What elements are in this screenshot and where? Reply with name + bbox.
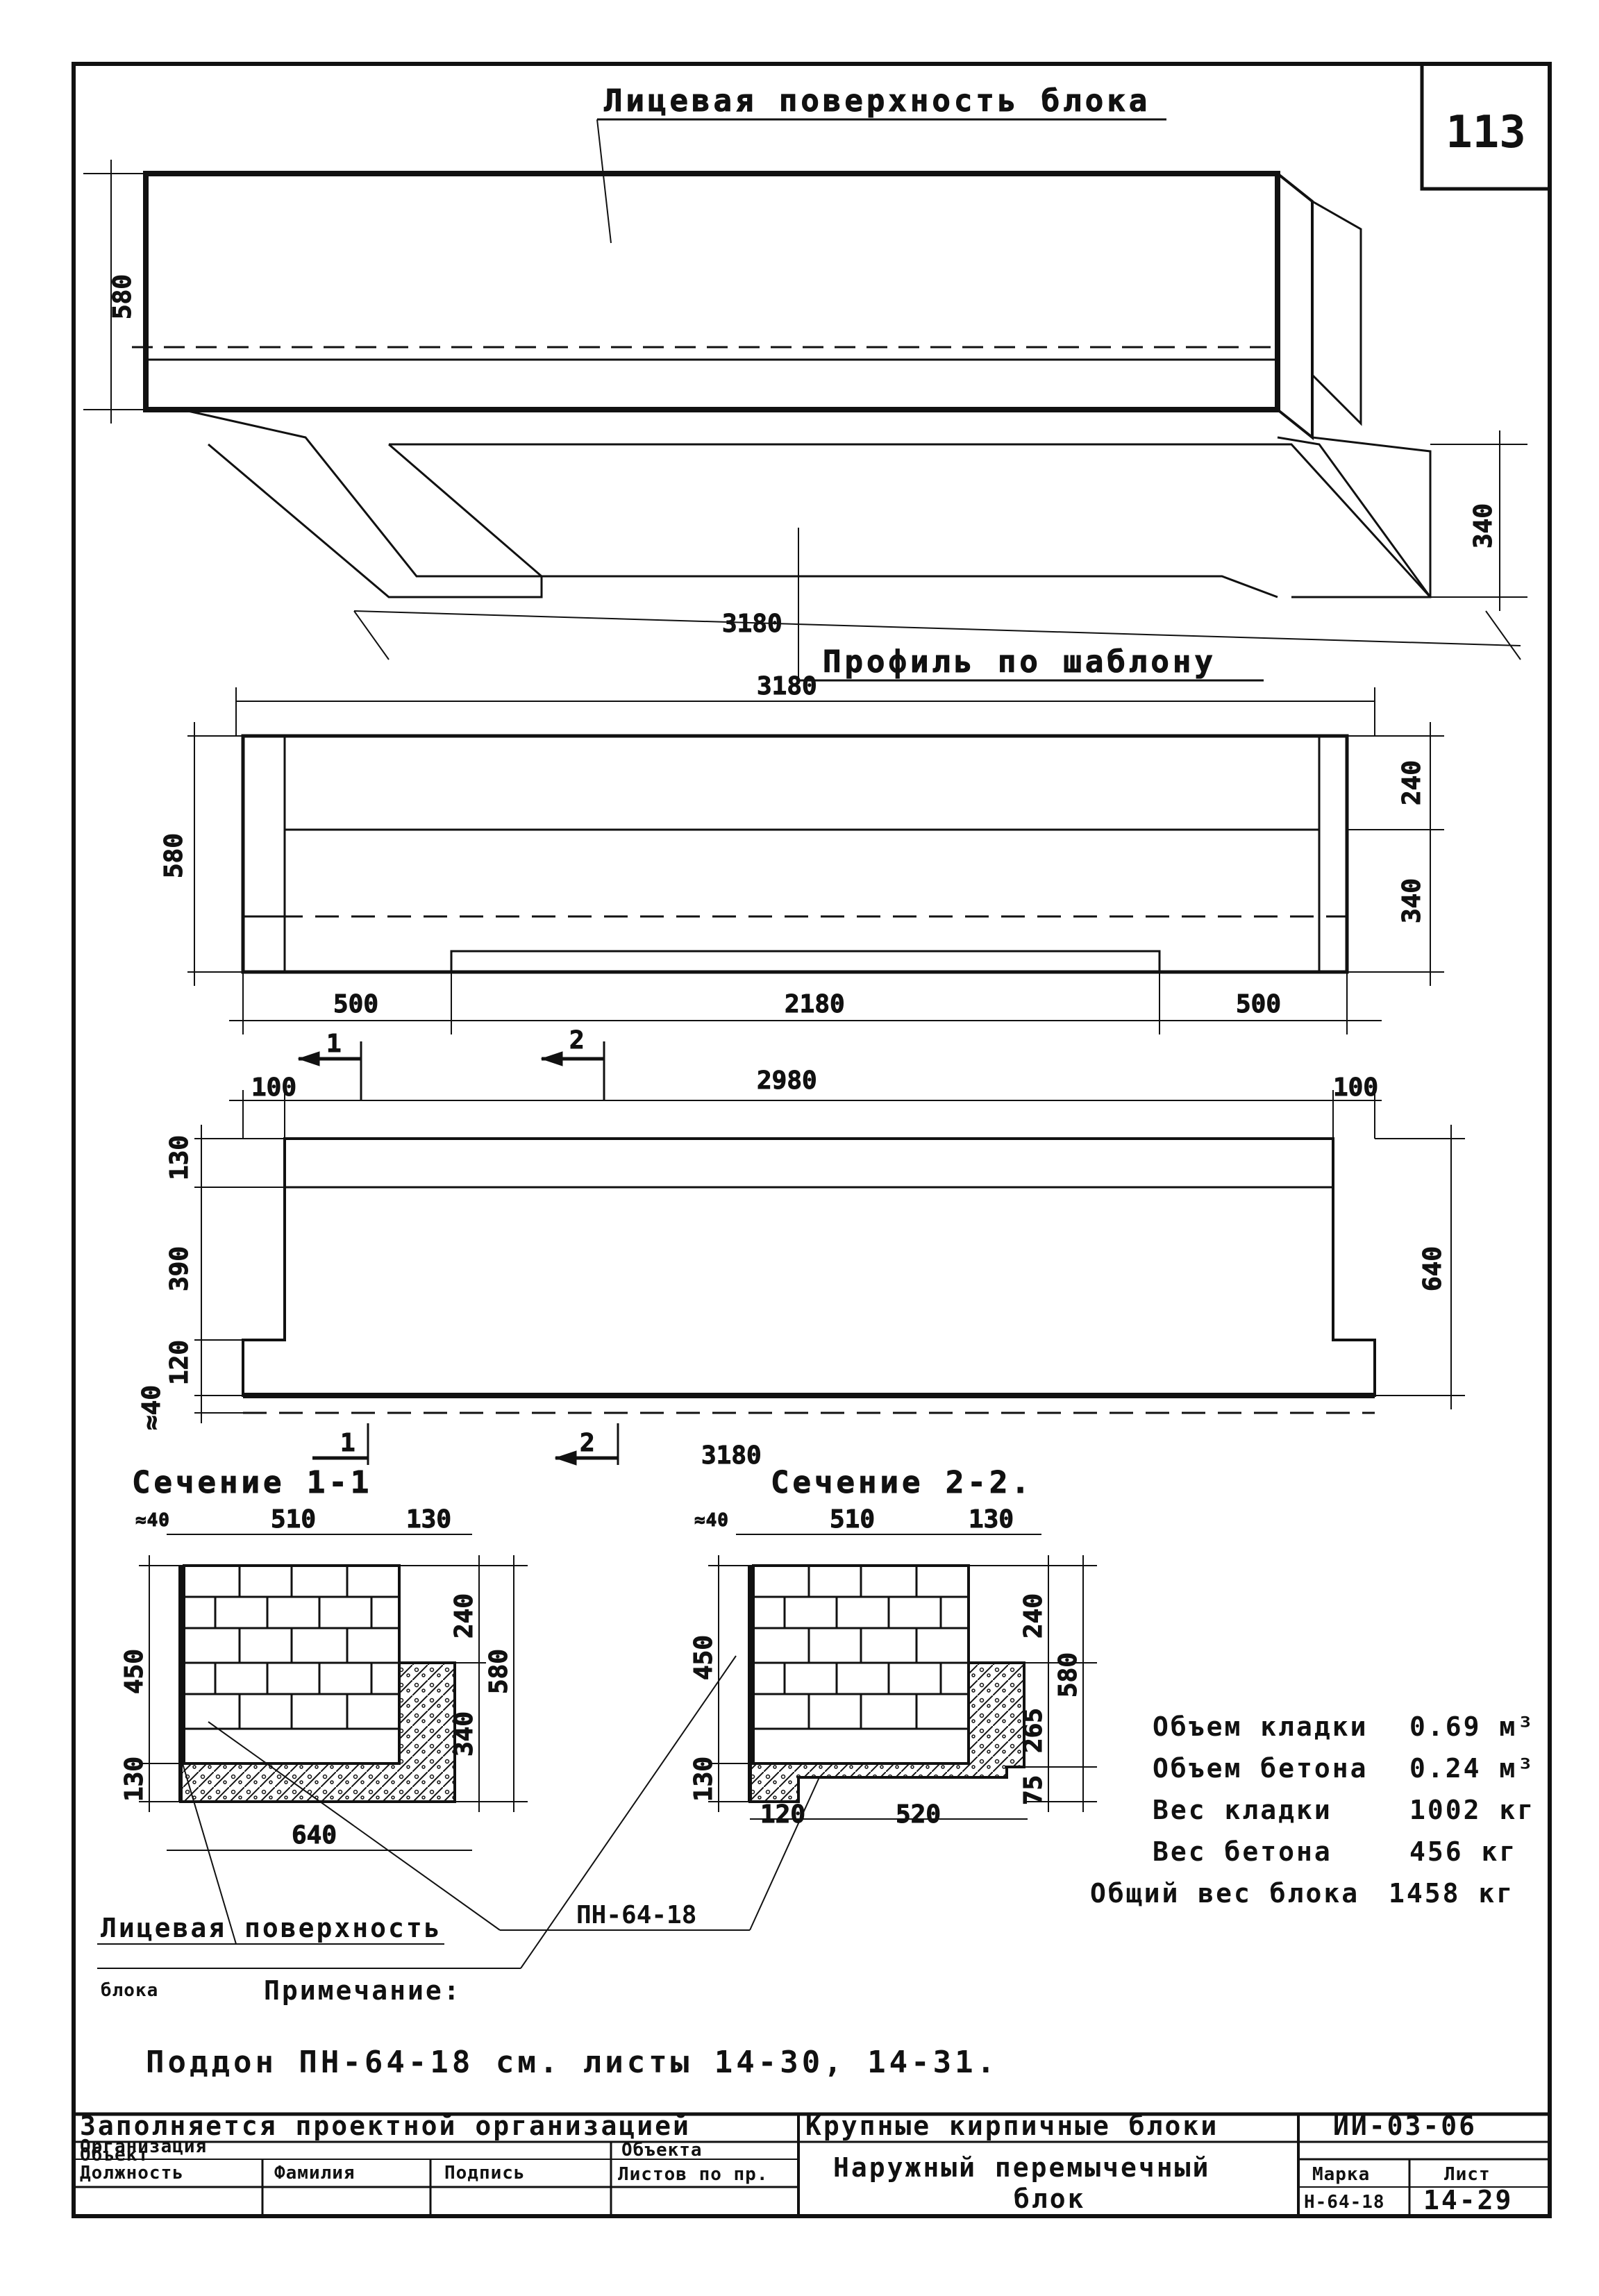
elev-dim-lower: 340: [1398, 878, 1426, 923]
s1-dim-130-v: 130: [120, 1757, 149, 1802]
section-1: Сечение 1-1 ≈40 510 130 450 130: [120, 1465, 528, 1851]
front-elevation: 3180 580 240 340 500 2180 500 1: [160, 672, 1444, 1100]
prop-label-4: Общий вес блока: [1090, 1878, 1359, 1909]
s1-dim-240: 240: [450, 1593, 478, 1639]
sheet-border: [72, 62, 1552, 2218]
elev-dim-right: 500: [1236, 990, 1281, 1019]
prop-value-2: 1002 кг: [1409, 1795, 1535, 1825]
elev-dim-total: 3180: [757, 672, 817, 701]
s1-dim-510: 510: [271, 1505, 316, 1534]
s2-dim-265: 265: [1019, 1708, 1048, 1753]
s2-dim-130: 130: [969, 1505, 1014, 1534]
tb-sheet-value: 14-29: [1423, 2185, 1513, 2215]
tb-organization: Организация: [80, 2136, 207, 2157]
axonometric-view: Лицевая поверхность блока Профиль по шаб…: [83, 83, 1527, 682]
face-label: Лицевая поверхность блока: [604, 83, 1150, 119]
profile-label: Профиль по шаблону: [823, 644, 1216, 680]
plan-dim-130: 130: [165, 1135, 194, 1180]
plan-dim-mid: 2980: [757, 1066, 817, 1095]
plan-dim-right: 100: [1333, 1073, 1378, 1102]
prop-value-4: 1458 кг: [1389, 1878, 1514, 1909]
sheet-number-box: 113: [1420, 64, 1550, 191]
s2-dim-510: 510: [830, 1505, 875, 1534]
s1-dim-580: 580: [485, 1649, 513, 1694]
s2-dim-75: 75: [1019, 1775, 1048, 1805]
top-dim-length: 3180: [722, 610, 782, 638]
tb-mark-label: Марка: [1312, 2164, 1370, 2185]
tb-series-code: ИИ-03-06: [1333, 2111, 1477, 2141]
tb-object: Объект: [80, 2145, 149, 2165]
tb-surname: Фамилия: [274, 2163, 355, 2184]
prop-label-0: Объем кладки: [1153, 1711, 1368, 1742]
elev-dim-height: 580: [160, 833, 188, 878]
elev-mark-2: 2: [569, 1026, 585, 1055]
section-2: Сечение 2-2. ≈40 510 130 450 130: [689, 1465, 1097, 1829]
tb-filled-by: Заполняется проектной организацией: [80, 2111, 691, 2141]
s1-dim-340: 340: [450, 1711, 478, 1757]
leader-label: ПН-64-18: [576, 1901, 696, 1929]
plan-dim-40: ≈40: [137, 1385, 166, 1430]
elev-dim-left: 500: [333, 990, 378, 1019]
s2-dim-40: ≈40: [694, 1510, 729, 1531]
s1-dim-640: 640: [292, 1821, 337, 1850]
tb-mark-value: Н-64-18: [1304, 2192, 1385, 2213]
plan-dim-left: 100: [251, 1073, 296, 1102]
tb-signature: Подпись: [444, 2163, 526, 2184]
tb-drawing-title-2: блок: [1014, 2184, 1086, 2214]
s2-dim-130-v: 130: [689, 1757, 718, 1802]
s2-dim-580: 580: [1054, 1652, 1082, 1698]
s2-dim-240: 240: [1019, 1593, 1048, 1639]
properties: Объем кладки 0.69 м³ Объем бетона 0.24 м…: [1090, 1711, 1535, 1909]
prop-value-3: 456 кг: [1409, 1836, 1517, 1867]
tb-series-title: Крупные кирпичные блоки: [805, 2111, 1219, 2141]
top-dim-height: 580: [108, 274, 137, 319]
s1-dim-450: 450: [120, 1649, 149, 1694]
plan-dim-640: 640: [1418, 1246, 1447, 1291]
face-note-line2: блока: [101, 1980, 158, 2001]
prop-value-0: 0.69 м³: [1409, 1711, 1535, 1742]
tb-drawing-title-1: Наружный перемычечный: [833, 2152, 1210, 2183]
title-block: [74, 2112, 1550, 2216]
sheet-number: 113: [1446, 107, 1526, 158]
note-heading: Примечание:: [264, 1975, 462, 2006]
s1-dim-130: 130: [406, 1505, 451, 1534]
plan-view: 100 2980 100 130 390 120 ≈40 640 1 2 318…: [137, 1066, 1465, 1470]
s2-dim-450: 450: [689, 1635, 718, 1680]
top-dim-depth: 340: [1469, 503, 1498, 548]
prop-value-1: 0.24 м³: [1409, 1753, 1535, 1784]
s2-dim-520: 520: [896, 1800, 941, 1829]
tb-position: Должность: [80, 2163, 184, 2184]
elev-dim-upper: 240: [1398, 760, 1426, 805]
prop-label-1: Объем бетона: [1153, 1753, 1368, 1784]
section-2-title: Сечение 2-2.: [771, 1465, 1033, 1500]
s1-dim-40: ≈40: [135, 1510, 170, 1531]
tb-sheet-label: Лист: [1444, 2164, 1491, 2185]
elev-dim-mid: 2180: [785, 990, 845, 1019]
s2-dim-120: 120: [760, 1800, 805, 1829]
plan-mark-1: 1: [340, 1429, 355, 1457]
plan-dim-390: 390: [165, 1246, 194, 1291]
section-1-title: Сечение 1-1: [132, 1465, 372, 1500]
tb-sheets: Листов по пр.: [618, 2164, 769, 2185]
note-text: Поддон ПН-64-18 см. листы 14-30, 14-31.: [146, 2045, 998, 2080]
face-note-line1: Лицевая поверхность: [101, 1913, 442, 1943]
plan-mark-2: 2: [580, 1429, 595, 1457]
plan-dim-120: 120: [165, 1340, 194, 1385]
prop-label-3: Вес бетона: [1153, 1836, 1332, 1867]
leaders: [97, 1655, 820, 1969]
elev-mark-1: 1: [326, 1030, 342, 1058]
prop-label-2: Вес кладки: [1153, 1795, 1332, 1825]
tb-objects: Объекта: [621, 2140, 703, 2161]
plan-dim-bottom: 3180: [701, 1441, 762, 1470]
